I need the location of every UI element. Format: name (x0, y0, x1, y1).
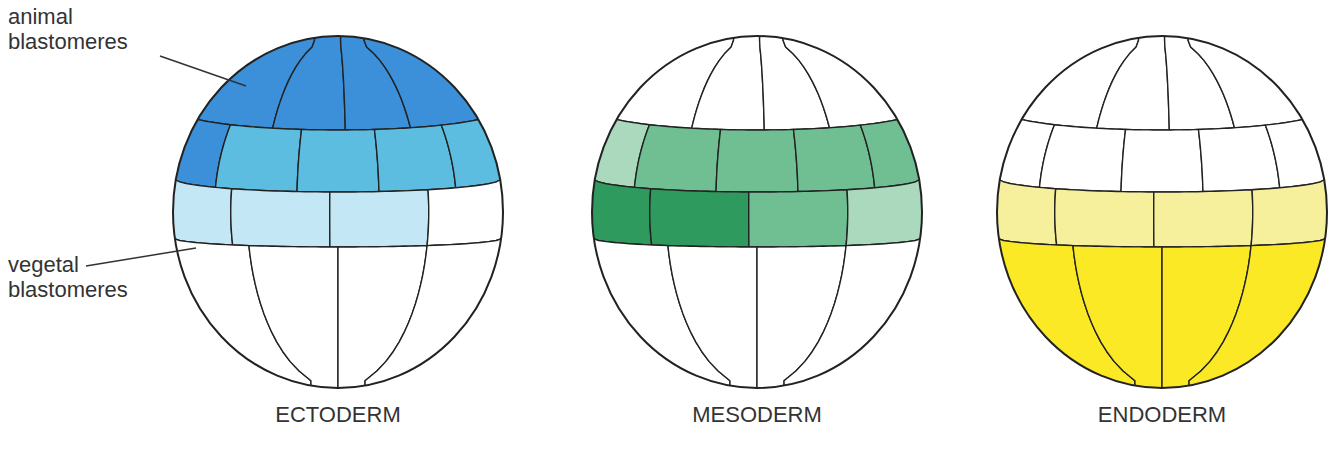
blastomere-cell (124, 178, 233, 245)
blastomere-cell (1251, 178, 1332, 246)
germ-layer-caption: ECTODERM (275, 402, 401, 427)
blastomere-cell (1121, 129, 1203, 192)
blastomere-cell (860, 108, 967, 188)
blastomere-cell (784, 238, 969, 400)
blastomere-cell (1189, 238, 1332, 400)
blastomere-cell (948, 178, 1057, 245)
blastomere-cell (1154, 190, 1253, 247)
blastomere-cell (330, 190, 429, 247)
blastomere-cell (543, 178, 652, 245)
blastomere-cell (547, 108, 650, 187)
blastomere-cell (846, 178, 971, 246)
blastomere-cell (1073, 246, 1162, 400)
blastomere-cell (650, 189, 749, 247)
blastomere-cell (716, 129, 798, 192)
embryo-outline (997, 36, 1327, 388)
blastomere-cell (441, 108, 548, 188)
blastomere-cell (364, 20, 511, 128)
blastomere-cell (1055, 189, 1154, 247)
blastomere-cell (634, 125, 720, 192)
blastomere-cell (374, 125, 455, 191)
blastomere-cell (215, 125, 301, 192)
blastomere-cell (1188, 20, 1332, 128)
blastomere-cell (297, 129, 379, 192)
blastomere-cell (427, 178, 552, 246)
germ-layer-caption: ENDODERM (1098, 402, 1226, 427)
blastomere-cell (793, 125, 874, 191)
blastomere-cell (1198, 125, 1279, 191)
blastomere-cell (783, 20, 930, 128)
blastomere-cell (249, 246, 338, 400)
blastomere-cell (668, 246, 757, 400)
embryo-drawing (948, 20, 1332, 400)
part-label: animal blastomeres (8, 4, 178, 55)
blastomere-cell (128, 108, 231, 187)
embryo-drawing (124, 20, 553, 400)
blastomere-cell (365, 238, 550, 400)
embryo-outline (592, 36, 922, 388)
blastomere-cell (231, 189, 330, 247)
germ-layer-caption: MESODERM (692, 402, 822, 427)
blastomere-cell (749, 190, 848, 247)
part-label: vegetal blastomeres (8, 252, 168, 303)
blastomere-cell (1039, 125, 1125, 192)
embryo-outline (173, 36, 503, 388)
embryo-drawing (543, 20, 972, 400)
blastomere-cell (952, 108, 1055, 187)
leader-line (160, 56, 246, 86)
blastomere-cell (1265, 108, 1332, 188)
leader-line (86, 248, 196, 266)
